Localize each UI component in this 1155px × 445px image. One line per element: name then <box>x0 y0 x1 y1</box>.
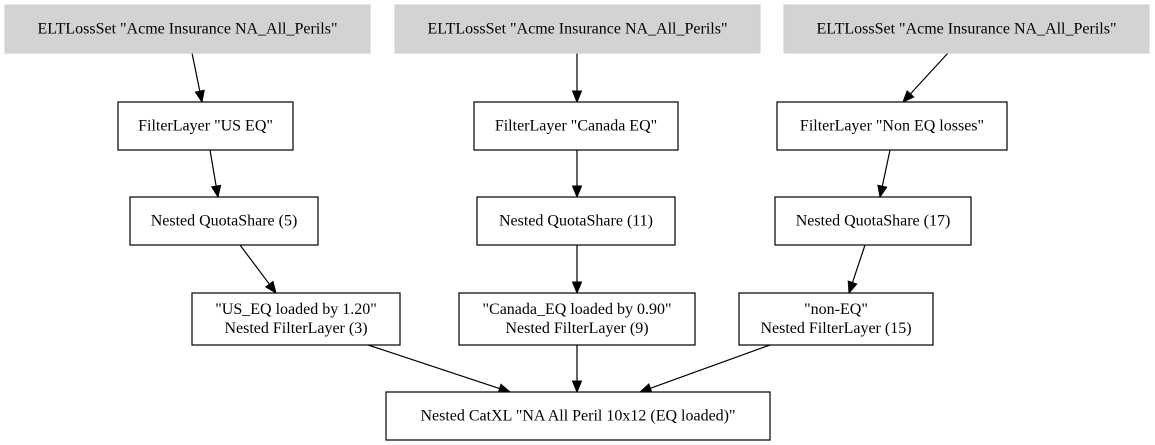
node-label: Nested FilterLayer (9) <box>505 320 648 337</box>
node-label: Nested FilterLayer (15) <box>760 320 911 337</box>
node-nested-filter-9: "Canada_EQ loaded by 0.90" Nested FilterL… <box>458 292 696 346</box>
edge-line <box>191 52 201 92</box>
node-box <box>783 4 1150 54</box>
node-box <box>394 4 761 54</box>
arrowhead-icon <box>194 89 205 104</box>
node-box <box>776 101 1008 151</box>
arrowhead-icon <box>877 184 888 199</box>
node-source-1: ELTLossSet "Acme Insurance NA_All_Perils… <box>4 4 371 54</box>
node-box <box>458 292 696 346</box>
edge-filter_us-to-quota_5 <box>209 149 222 199</box>
edge-filter_non_eq-to-quota_17 <box>877 149 891 199</box>
node-box <box>473 101 679 151</box>
node-box <box>117 101 294 151</box>
node-box <box>476 196 676 246</box>
node-quota-17: Nested QuotaShare (17) <box>774 196 972 246</box>
edge-quota_5-to-nested_filter_3 <box>239 244 277 295</box>
node-label: Nested QuotaShare (5) <box>151 213 298 230</box>
arrowhead-icon <box>847 280 858 295</box>
node-label: ELTLossSet "Acme Insurance NA_All_Perils… <box>817 21 1117 38</box>
edge-filter_canada-to-quota_11 <box>571 150 583 199</box>
node-filter-us: FilterLayer "US EQ" <box>117 101 294 151</box>
node-label: Nested FilterLayer (3) <box>224 320 367 337</box>
node-quota-5: Nested QuotaShare (5) <box>129 196 319 246</box>
node-quota-11: Nested QuotaShare (11) <box>476 196 676 246</box>
edge-nested_filter_3-to-catxl <box>367 344 512 394</box>
arrowhead-icon <box>571 380 583 394</box>
node-label: Nested QuotaShare (11) <box>499 213 653 230</box>
edge-line <box>881 149 891 187</box>
edge-line <box>650 344 771 389</box>
arrowhead-icon <box>638 383 653 394</box>
edge-line <box>367 344 500 390</box>
node-label: "US_EQ loaded by 1.20" <box>215 301 377 318</box>
arrowhead-icon <box>902 89 915 103</box>
node-label: Nested QuotaShare (17) <box>796 213 951 230</box>
edge-quota_11-to-nested_filter_9 <box>571 245 583 295</box>
node-label: Nested CatXL "NA All Peril 10x12 (EQ loa… <box>420 408 735 425</box>
edge-source_1-to-filter_us <box>191 52 205 104</box>
edge-source_3-to-filter_non_eq <box>902 52 949 103</box>
edge-line <box>209 149 217 187</box>
arrowhead-icon <box>571 90 583 104</box>
node-label: FilterLayer "US EQ" <box>138 118 273 135</box>
edge-line <box>239 244 270 285</box>
edges-layer <box>191 52 949 394</box>
node-label: ELTLossSet "Acme Insurance NA_All_Perils… <box>38 21 338 38</box>
node-nested-filter-15: "non-EQ" Nested FilterLayer (15) <box>738 292 934 346</box>
node-box <box>774 196 972 246</box>
node-label: "non-EQ" <box>804 301 868 318</box>
edge-line <box>909 52 949 95</box>
node-box <box>4 4 371 54</box>
node-catxl: Nested CatXL "NA All Peril 10x12 (EQ loa… <box>385 391 771 441</box>
arrowhead-icon <box>210 184 222 199</box>
edge-nested_filter_15-to-catxl <box>638 344 771 394</box>
node-box <box>191 292 401 346</box>
edge-source_2-to-filter_canada <box>571 53 583 104</box>
node-filter-non-eq: FilterLayer "Non EQ losses" <box>776 101 1008 151</box>
edge-quota_17-to-nested_filter_15 <box>847 244 866 295</box>
node-label: FilterLayer "Non EQ losses" <box>800 118 984 135</box>
arrowhead-icon <box>264 280 277 295</box>
edge-line <box>851 244 866 283</box>
node-filter-canada: FilterLayer "Canada EQ" <box>473 101 679 151</box>
arrowhead-icon <box>571 185 583 199</box>
node-label: FilterLayer "Canada EQ" <box>495 118 657 135</box>
node-source-2: ELTLossSet "Acme Insurance NA_All_Perils… <box>394 4 761 54</box>
node-source-3: ELTLossSet "Acme Insurance NA_All_Perils… <box>783 4 1150 54</box>
arrowhead-icon <box>571 281 583 295</box>
node-box <box>129 196 319 246</box>
node-box <box>738 292 934 346</box>
node-label: ELTLossSet "Acme Insurance NA_All_Perils… <box>428 21 728 38</box>
edge-nested_filter_9-to-catxl <box>571 345 583 394</box>
node-box <box>385 391 771 441</box>
node-nested-filter-3: "US_EQ loaded by 1.20" Nested FilterLayer… <box>191 292 401 346</box>
nodes-layer: ELTLossSet "Acme Insurance NA_All_Perils… <box>4 4 1150 441</box>
node-label: "Canada_EQ loaded by 0.90" <box>482 301 671 318</box>
